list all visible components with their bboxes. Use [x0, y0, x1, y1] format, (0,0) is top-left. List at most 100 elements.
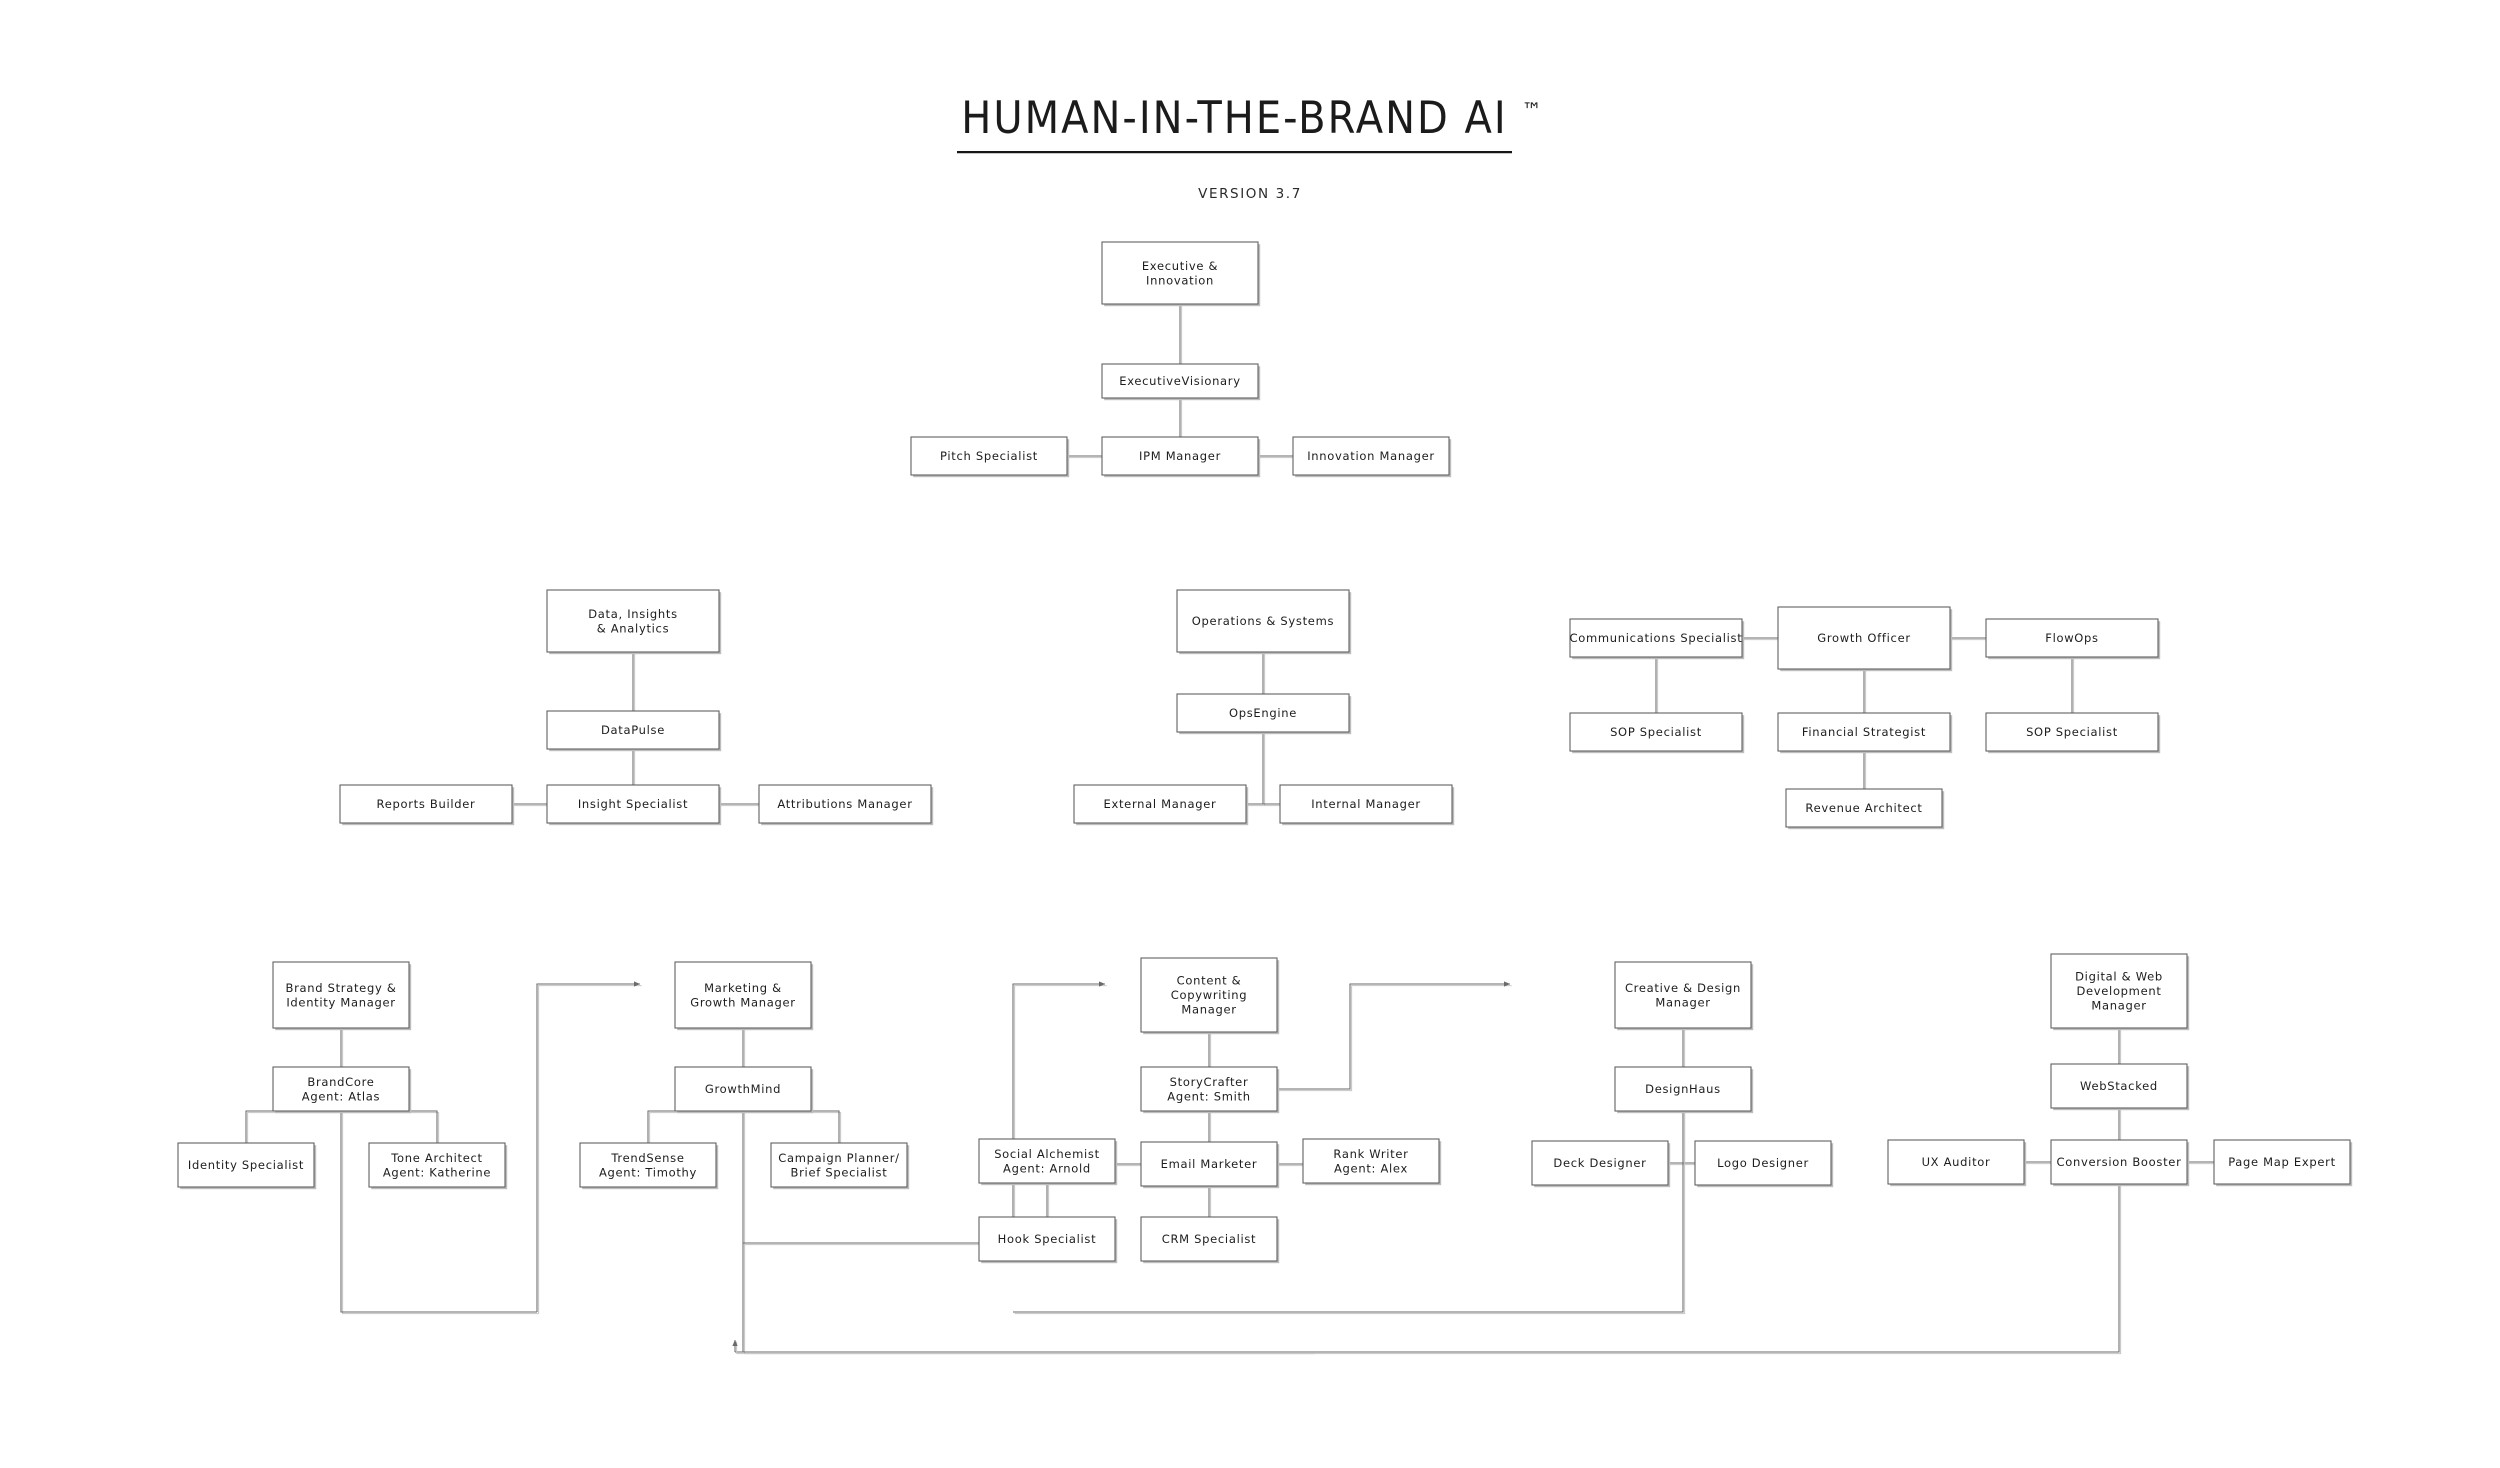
org-node[interactable]: CRM Specialist	[1140, 1216, 1280, 1264]
node-box[interactable]	[2050, 1139, 2188, 1185]
node-label: Innovation Manager	[1307, 449, 1435, 463]
org-node[interactable]: Hook Specialist	[978, 1216, 1118, 1264]
node-label: Executive &	[1142, 259, 1218, 273]
org-node[interactable]: Marketing &Growth Manager	[674, 961, 814, 1031]
org-node[interactable]: Conversion Booster	[2050, 1139, 2190, 1187]
org-node[interactable]: Brand Strategy &Identity Manager	[272, 961, 412, 1031]
node-box[interactable]	[978, 1216, 1116, 1262]
node-label: Growth Manager	[690, 995, 796, 1009]
node-box[interactable]	[1140, 1216, 1278, 1262]
node-box[interactable]	[546, 710, 720, 750]
node-box[interactable]	[1101, 363, 1259, 399]
org-node[interactable]: Executive &Innovation	[1101, 241, 1261, 307]
node-box[interactable]	[368, 1142, 506, 1188]
connector-shadow	[342, 1112, 539, 1315]
org-node[interactable]: OpsEngine	[1176, 693, 1352, 735]
org-node[interactable]: GrowthMind	[674, 1066, 814, 1114]
node-box[interactable]	[1140, 1141, 1278, 1187]
org-node[interactable]: Reports Builder	[339, 784, 515, 826]
org-node[interactable]: Attributions Manager	[758, 784, 934, 826]
node-box[interactable]	[1694, 1140, 1832, 1186]
org-node[interactable]: Growth Officer	[1777, 606, 1953, 672]
org-node[interactable]: Innovation Manager	[1292, 436, 1452, 478]
node-box[interactable]	[1176, 693, 1350, 733]
org-node[interactable]: SOP Specialist	[1569, 712, 1745, 754]
org-node[interactable]: UX Auditor	[1887, 1139, 2027, 1187]
org-node[interactable]: Revenue Architect	[1785, 788, 1945, 830]
node-box[interactable]	[1614, 1066, 1752, 1112]
node-box[interactable]	[1140, 957, 1278, 1033]
org-node[interactable]: Email Marketer	[1140, 1141, 1280, 1189]
node-box[interactable]	[1292, 436, 1450, 476]
node-box[interactable]	[1101, 436, 1259, 476]
org-node[interactable]: FlowOps	[1985, 618, 2161, 660]
org-node[interactable]: Deck Designer	[1531, 1140, 1671, 1188]
org-node[interactable]: Page Map Expert	[2213, 1139, 2353, 1187]
org-node[interactable]: ExecutiveVisionary	[1101, 363, 1261, 401]
node-box[interactable]	[1887, 1139, 2025, 1185]
node-box[interactable]	[1569, 712, 1743, 752]
node-box[interactable]	[1985, 712, 2159, 752]
org-node[interactable]: Campaign Planner/Brief Specialist	[770, 1142, 910, 1190]
connector-shadow	[649, 1112, 745, 1145]
connector-line	[1277, 981, 1511, 1090]
node-box[interactable]	[1777, 606, 1951, 670]
org-node[interactable]: SOP Specialist	[1985, 712, 2161, 754]
org-node[interactable]: Data, Insights& Analytics	[546, 589, 722, 655]
node-box[interactable]	[674, 961, 812, 1029]
org-node[interactable]: Operations & Systems	[1176, 589, 1352, 655]
node-box[interactable]	[770, 1142, 908, 1188]
node-box[interactable]	[2213, 1139, 2351, 1185]
org-node[interactable]: Logo Designer	[1694, 1140, 1834, 1188]
node-box[interactable]	[1073, 784, 1247, 824]
node-box[interactable]	[272, 1066, 410, 1112]
node-box[interactable]	[1531, 1140, 1669, 1186]
connector-shadow	[1014, 1112, 1686, 1315]
node-label: ExecutiveVisionary	[1119, 374, 1241, 388]
node-box[interactable]	[1101, 241, 1259, 305]
node-box[interactable]	[978, 1138, 1116, 1184]
node-box[interactable]	[1279, 784, 1453, 824]
node-box[interactable]	[546, 784, 720, 824]
node-label: Manager	[1655, 995, 1710, 1009]
node-label: Rank Writer	[1333, 1147, 1408, 1161]
node-box[interactable]	[1569, 618, 1743, 658]
node-box[interactable]	[1985, 618, 2159, 658]
node-box[interactable]	[177, 1142, 315, 1188]
node-box[interactable]	[2050, 953, 2188, 1029]
org-node[interactable]: Identity Specialist	[177, 1142, 317, 1190]
org-node[interactable]: DataPulse	[546, 710, 722, 752]
node-box[interactable]	[546, 589, 720, 653]
org-node[interactable]: Communications Specialist	[1569, 618, 1745, 660]
org-node[interactable]: DesignHaus	[1614, 1066, 1754, 1114]
node-box[interactable]	[2050, 1063, 2188, 1109]
node-box[interactable]	[579, 1142, 717, 1188]
node-box[interactable]	[1614, 961, 1752, 1029]
org-node[interactable]: External Manager	[1073, 784, 1249, 826]
org-node[interactable]: Financial Strategist	[1777, 712, 1953, 754]
node-box[interactable]	[674, 1066, 812, 1112]
node-box[interactable]	[272, 961, 410, 1029]
org-node[interactable]: Pitch Specialist	[910, 436, 1070, 478]
node-box[interactable]	[1302, 1138, 1440, 1184]
node-box[interactable]	[1777, 712, 1951, 752]
org-node[interactable]: WebStacked	[2050, 1063, 2190, 1111]
node-box[interactable]	[339, 784, 513, 824]
node-box[interactable]	[1785, 788, 1943, 828]
node-box[interactable]	[1176, 589, 1350, 653]
org-node[interactable]: IPM Manager	[1101, 436, 1261, 478]
node-box[interactable]	[1140, 1066, 1278, 1112]
org-node[interactable]: Internal Manager	[1279, 784, 1455, 826]
org-node[interactable]: Insight Specialist	[546, 784, 722, 826]
node-box[interactable]	[910, 436, 1068, 476]
node-box[interactable]	[758, 784, 932, 824]
